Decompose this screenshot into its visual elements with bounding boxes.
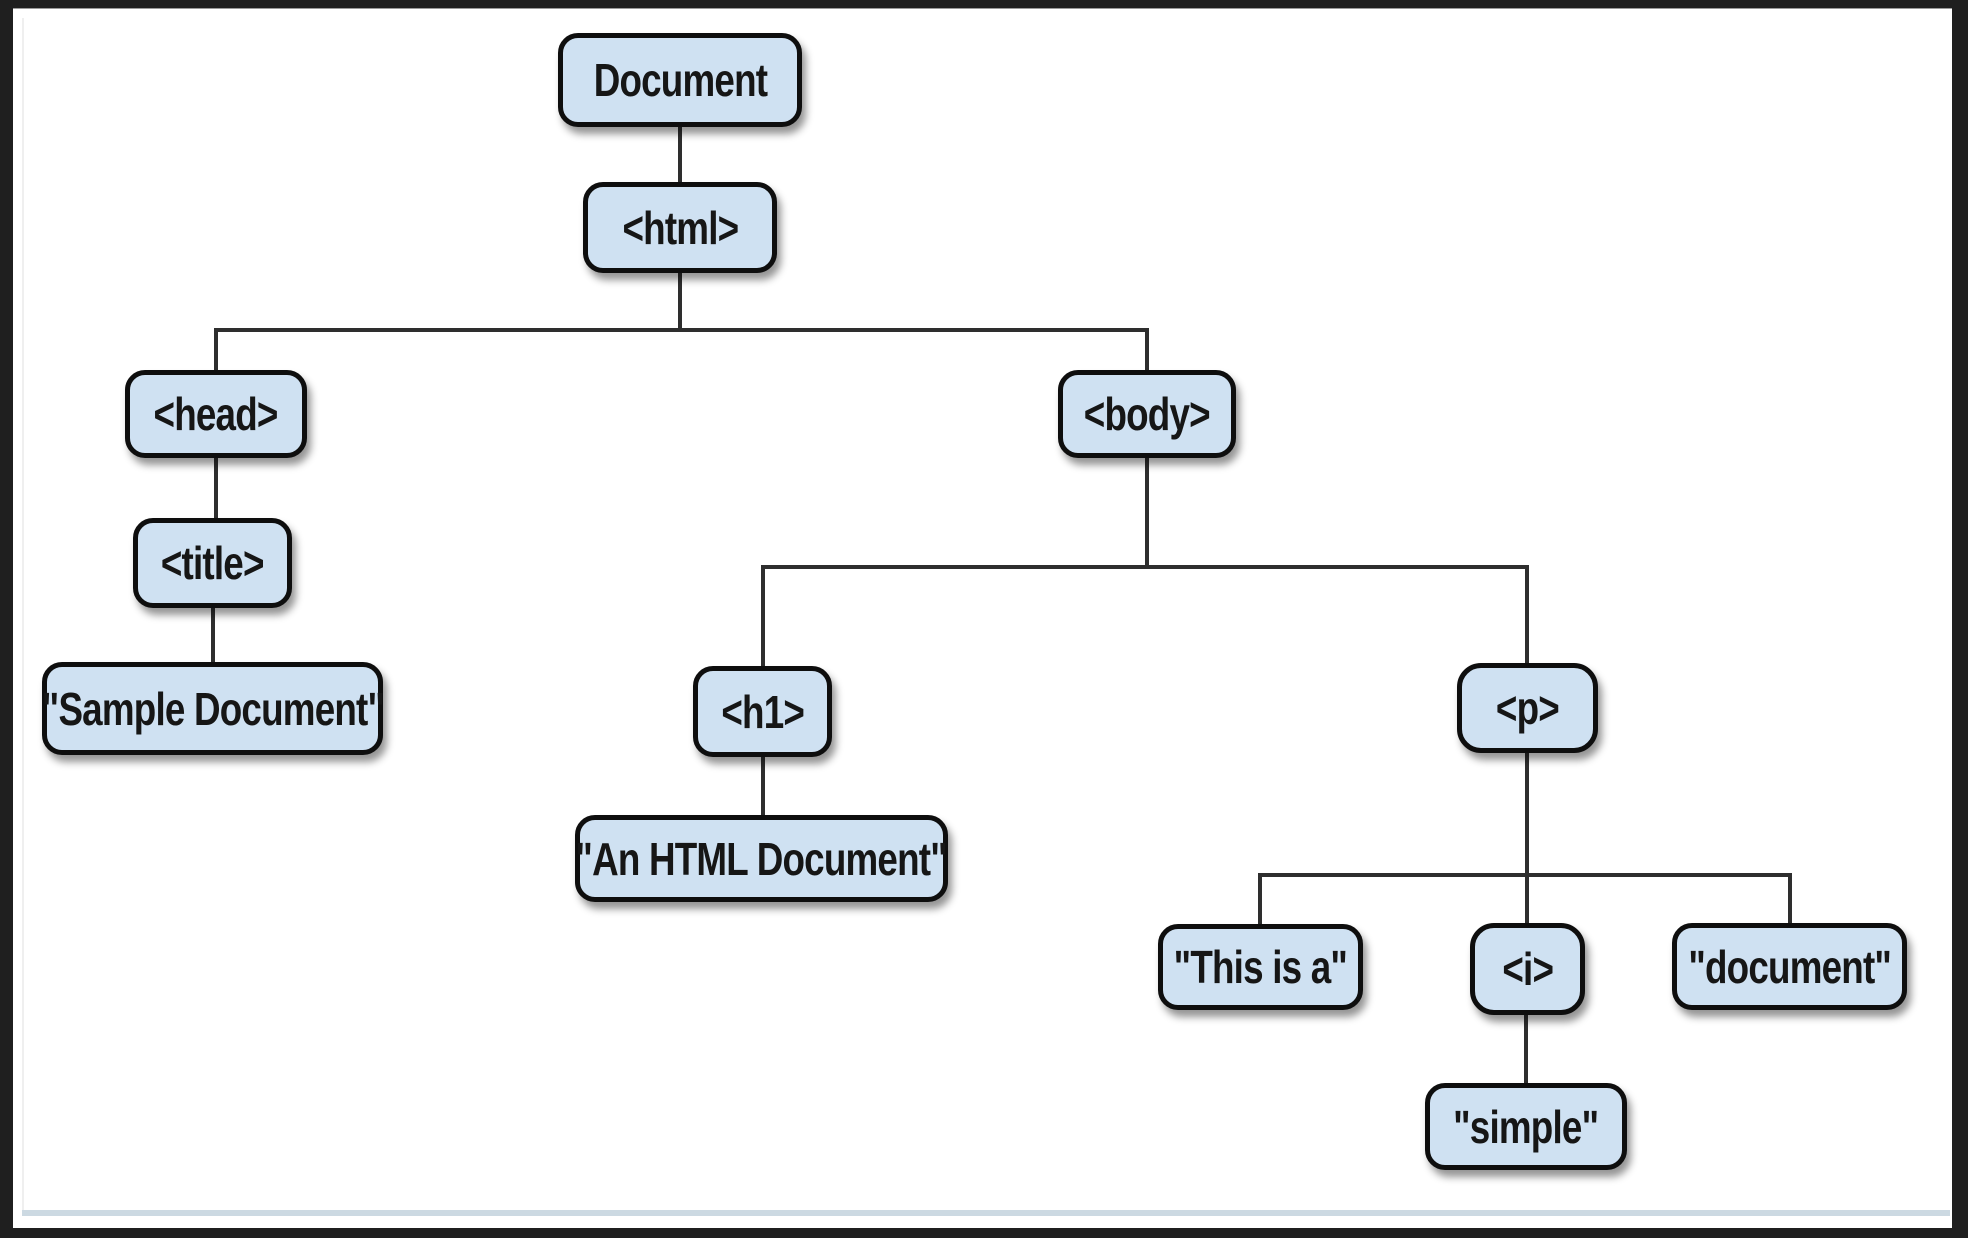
node-html-element: <html> [583,182,777,273]
page-left-edge-line [22,18,24,1210]
node-head-element: <head> [125,370,307,458]
node-title-label: <title> [161,537,265,589]
node-sample-document-text: "Sample Document" [41,662,384,755]
node-document: Document [558,33,802,127]
node-i-label: <i> [1502,943,1554,995]
connector-h1-text [761,754,765,818]
node-this-is-a-text: "This is a" [1158,924,1363,1010]
connector-html-split [678,271,682,332]
connector-i-simple [1524,1012,1528,1086]
connector-head-title [214,455,218,521]
connector-drop-h1 [761,565,765,669]
node-document-label: Document [593,54,767,106]
connector-drop-head [214,328,218,374]
node-an-html-document-text: "An HTML Document" [575,815,948,902]
node-p-element: <p> [1457,663,1598,753]
connector-body-split [1145,455,1149,569]
node-i-element: <i> [1470,923,1585,1015]
node-body-label: <body> [1083,388,1211,440]
node-simple-text-label: "simple" [1453,1100,1599,1153]
node-document-text: "document" [1672,923,1907,1010]
connector-document-html [678,125,682,185]
node-body-element: <body> [1058,370,1236,458]
node-p-label: <p> [1495,682,1560,734]
connector-title-sampletext [211,604,215,666]
connector-drop-p [1525,565,1529,666]
connector-drop-i [1525,873,1529,926]
connector-html-children-rail [214,328,1149,332]
node-document-text-label: "document" [1688,940,1892,993]
node-an-html-document-text-label: "An HTML Document" [575,832,948,885]
node-h1-label: <h1> [721,685,805,738]
connector-drop-body [1145,328,1149,374]
node-sample-document-text-label: "Sample Document" [41,682,384,735]
node-this-is-a-text-label: "This is a" [1173,941,1348,993]
connector-body-children-rail [761,565,1529,569]
node-simple-text: "simple" [1425,1083,1627,1170]
node-title-element: <title> [133,518,292,608]
node-head-label: <head> [153,388,279,440]
node-h1-element: <h1> [693,666,832,757]
connector-p-split [1525,750,1529,877]
connector-drop-thisisa [1258,873,1262,927]
connector-drop-document-text [1788,873,1792,926]
page-background [13,8,1952,1228]
page-bottom-divider [22,1210,1950,1216]
node-html-label: <html> [622,201,739,254]
